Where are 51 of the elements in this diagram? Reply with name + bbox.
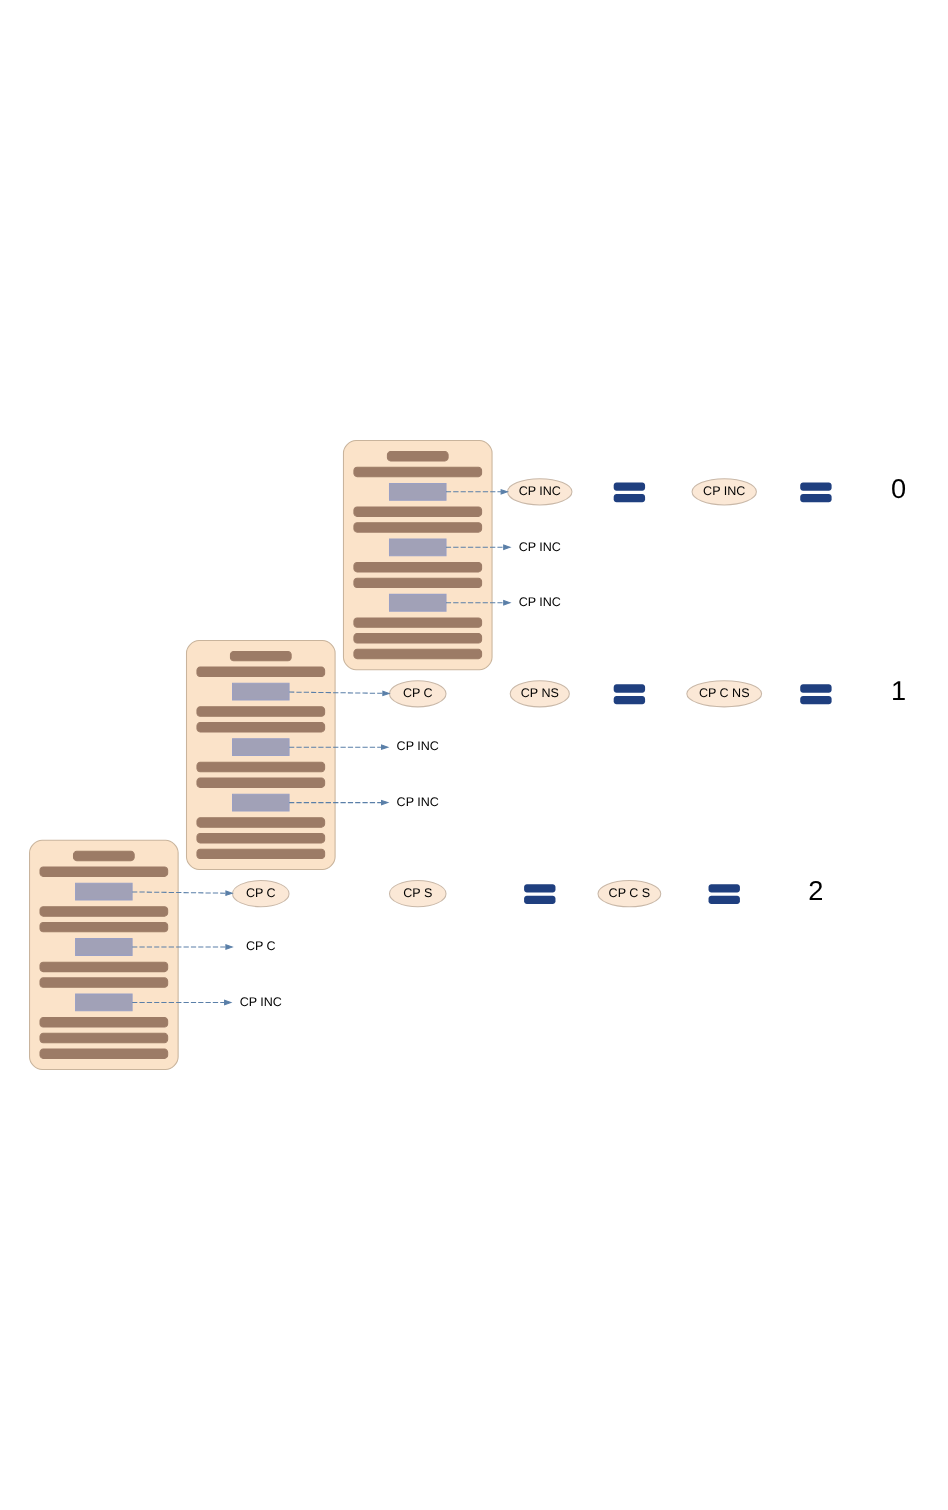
node-bar: [353, 506, 483, 517]
node-highlight: [388, 538, 447, 557]
arrow: [288, 690, 391, 697]
node-highlight: [388, 593, 447, 612]
label: 2: [808, 876, 824, 907]
node-highlight: [232, 793, 290, 812]
node-bar: [386, 451, 449, 462]
node-bar: [72, 850, 135, 862]
node-highlight: [75, 882, 133, 901]
arrow: [131, 890, 234, 897]
arrow: [288, 744, 390, 751]
node-bar: [353, 561, 483, 573]
cluster: [29, 839, 179, 1070]
arrow: [131, 944, 234, 950]
node-bar: [229, 650, 292, 662]
node-bar: [39, 866, 169, 877]
node-bar: [39, 906, 169, 917]
cluster: [185, 639, 336, 871]
node-bar: [196, 761, 326, 773]
label: 1: [891, 676, 907, 707]
node-bar: [39, 961, 169, 973]
node-bar: [196, 722, 326, 733]
node-highlight: [232, 738, 290, 757]
node-bar: [39, 1032, 169, 1044]
node-bar: [39, 1017, 169, 1028]
node-bar: [353, 577, 483, 589]
arrow: [445, 488, 509, 495]
node-bar: [353, 466, 483, 478]
arrow: [445, 599, 512, 606]
arrow: [288, 799, 390, 806]
node-bar: [196, 666, 326, 678]
node-highlight: [75, 993, 133, 1012]
node-bar: [353, 648, 483, 660]
node-bar: [353, 633, 483, 644]
node-bar: [196, 832, 326, 844]
node-bar: [39, 1048, 169, 1059]
node-bar: [196, 777, 326, 788]
arrow: [445, 544, 512, 551]
node-highlight: [75, 938, 133, 956]
node-bar: [353, 617, 483, 628]
node-highlight: [388, 482, 447, 501]
cluster: [342, 440, 493, 671]
node-bar: [196, 848, 326, 860]
node-bar: [353, 522, 483, 533]
node-bar: [196, 817, 326, 828]
node-bar: [39, 921, 169, 933]
node-bar: [39, 977, 169, 988]
node-highlight: [232, 682, 290, 701]
label: 0: [891, 474, 907, 505]
arrow: [131, 999, 233, 1006]
node-bar: [196, 706, 326, 717]
